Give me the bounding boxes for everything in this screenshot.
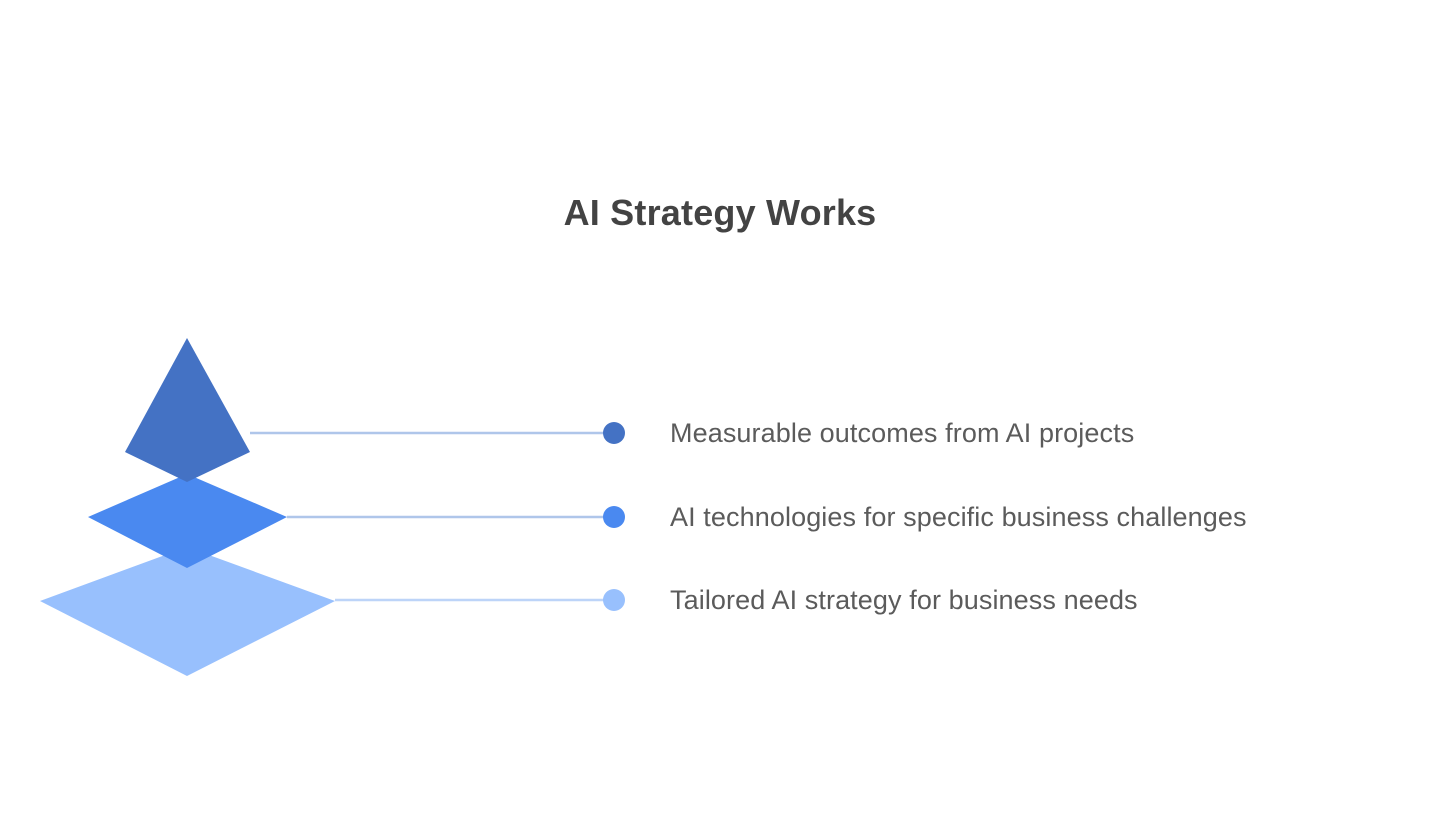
bullet-dot-1 xyxy=(603,506,625,528)
list-item-label: Measurable outcomes from AI projects xyxy=(670,418,1135,448)
diamond-middle-shape xyxy=(88,474,287,568)
diamond-bottom-shape xyxy=(40,547,335,676)
list-item-label: Tailored AI strategy for business needs xyxy=(670,585,1138,615)
pyramid-top-shape xyxy=(125,338,250,482)
list-item: AI technologies for specific business ch… xyxy=(670,497,1247,537)
page-title: AI Strategy Works xyxy=(563,192,877,233)
bullet-dot-2 xyxy=(603,589,625,611)
list-item: Measurable outcomes from AI projects xyxy=(670,413,1134,453)
bullet-dot-0 xyxy=(603,422,625,444)
list-item-label: AI technologies for specific business ch… xyxy=(670,502,1247,532)
list-item: Tailored AI strategy for business needs xyxy=(670,580,1138,620)
